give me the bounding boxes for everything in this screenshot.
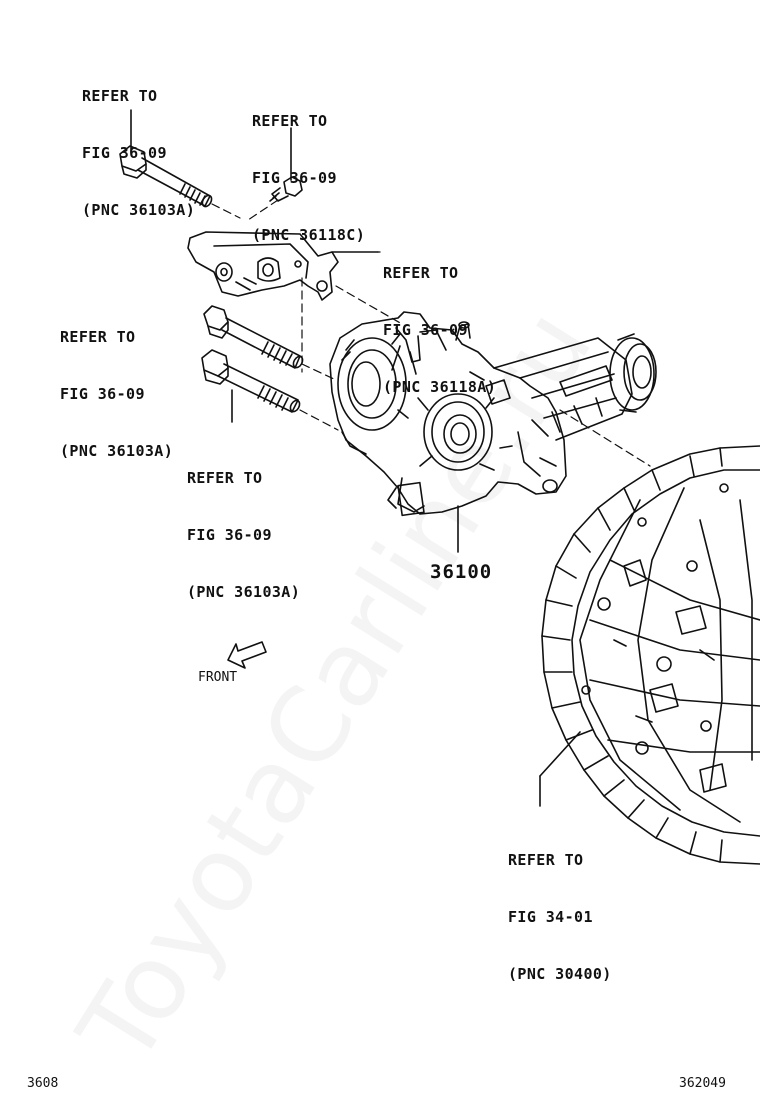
callout-line: FIG 36-09 <box>187 526 272 544</box>
callout-line: (PNC 30400) <box>508 965 612 983</box>
callout-line: REFER TO <box>82 87 158 105</box>
callout-line: (PNC 36118C) <box>252 226 366 244</box>
callout-36103a-lower: REFER TO FIG 36-09 (PNC 36103A) <box>187 431 300 640</box>
callout-line: REFER TO <box>252 112 328 130</box>
callout-line: FIG 34-01 <box>508 908 593 926</box>
callout-line: (PNC 36118A) <box>383 378 497 396</box>
callout-line: REFER TO <box>187 469 263 487</box>
transmission-case-30400 <box>539 445 760 865</box>
callout-line: FIG 36-09 <box>252 169 337 187</box>
bracket-36118a <box>187 231 379 301</box>
callout-line: FIG 36-09 <box>82 144 167 162</box>
front-label: FRONT <box>198 670 238 685</box>
bolt-36103a-upper <box>119 109 213 208</box>
callout-line: REFER TO <box>60 328 136 346</box>
callout-line: (PNC 36103A) <box>82 201 196 219</box>
callout-30400: REFER TO FIG 34-01 (PNC 30400) <box>508 813 612 1022</box>
callout-36118a: REFER TO FIG 36-09 (PNC 36118A) <box>383 226 496 435</box>
bolt-36103a-lower <box>201 349 301 423</box>
footer-illustration-number: 362049 <box>679 1076 726 1091</box>
transfer-assembly-36100 <box>329 311 657 553</box>
callout-36103a-middle: REFER TO FIG 36-09 (PNC 36103A) <box>60 290 173 499</box>
assembly-guide-lines <box>211 199 651 467</box>
callout-line: (PNC 36103A) <box>60 442 174 460</box>
callout-36118c: REFER TO FIG 36-09 (PNC 36118C) <box>252 74 365 283</box>
callout-line: REFER TO <box>383 264 459 282</box>
callout-line: FIG 36-09 <box>383 321 468 339</box>
callout-36103a-upper: REFER TO FIG 36-09 (PNC 36103A) <box>82 49 195 258</box>
front-arrow-icon <box>227 641 267 669</box>
footer-figure-number: 3608 <box>27 1076 59 1091</box>
callout-line: FIG 36-09 <box>60 385 145 403</box>
bolt-36103a-middle <box>203 305 304 369</box>
part-number-label: 36100 <box>430 561 493 583</box>
callout-line: (PNC 36103A) <box>187 583 301 601</box>
bolt-36118c <box>269 127 303 202</box>
callout-line: REFER TO <box>508 851 584 869</box>
